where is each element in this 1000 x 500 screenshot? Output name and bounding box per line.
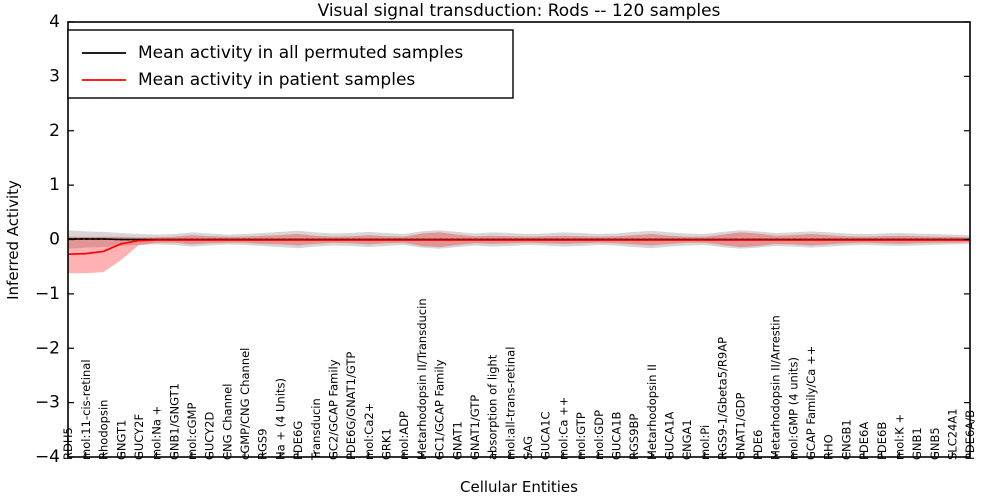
y-tick-label: −2	[35, 338, 60, 358]
y-axis-ticks: 4 3 2 1 0 −1 −2 −3 −4	[35, 12, 970, 467]
x-tick-label: GC2/GCAP Family	[326, 359, 340, 460]
x-tick-label: PDE6A	[857, 422, 871, 460]
x-tick-label: PDE6G/GNAT1/GTP	[344, 352, 358, 460]
x-axis-ticks	[67, 452, 971, 457]
x-tick-label: Metarhodopsin II	[645, 364, 659, 460]
x-tick-label: GNB1	[910, 427, 924, 460]
x-tick-label: Na + (4 Units)	[273, 378, 287, 460]
y-tick-label: 1	[49, 175, 60, 195]
confidence-band-patient	[68, 232, 970, 274]
x-tick-label: CNG Channel	[220, 384, 234, 460]
x-tick-label: GNAT1	[450, 421, 464, 460]
x-tick-label: mol:Ca2+	[362, 403, 376, 460]
x-tick-label: PDE6A/B	[963, 410, 977, 460]
y-axis-title: Inferred Activity	[4, 180, 22, 300]
x-tick-label: GNAT1/GTP	[468, 395, 482, 460]
x-tick-label: mol:K +	[892, 414, 906, 460]
x-tick-label: GNAT1/GDP	[733, 393, 747, 460]
x-tick-label: GUCY2D	[203, 412, 217, 460]
y-tick-label: −1	[35, 284, 60, 304]
x-tick-label: GRK1	[380, 428, 394, 460]
x-tick-label: CNGA1	[680, 419, 694, 460]
x-tick-label: SLC24A1	[946, 408, 960, 460]
x-axis-title: Cellular Entities	[460, 478, 578, 496]
x-tick-label: cGMP/CNG Channel	[238, 348, 252, 460]
x-tick-label: GCAP Family/Ca ++	[804, 346, 818, 460]
x-tick-label: mol:ADP	[397, 411, 411, 460]
x-tick-label: Rhodopsin	[97, 400, 111, 460]
x-tick-label: Transducin	[309, 398, 323, 461]
legend-box	[67, 29, 514, 99]
x-tick-label: GUCA1C	[539, 411, 553, 460]
x-tick-label: RGS9	[256, 428, 270, 460]
legend-label-permuted: Mean activity in all permuted samples	[138, 43, 463, 63]
data-lines	[67, 238, 970, 256]
x-tick-label: CNGB1	[839, 419, 853, 460]
x-tick-label: PDE6B	[875, 422, 889, 460]
y-tick-label: 0	[49, 230, 60, 250]
y-tick-label: 2	[49, 121, 60, 141]
x-tick-label: PDE6	[751, 430, 765, 460]
x-tick-label: GNGT1	[114, 420, 128, 460]
x-tick-label: PDE6G	[291, 421, 305, 460]
mean-line-patient	[67, 239, 970, 256]
x-tick-label: mol:cGMP	[185, 403, 199, 460]
x-tick-label: mol:Pi	[698, 425, 712, 460]
y-tick-label: −4	[35, 447, 60, 467]
y-tick-label: −3	[35, 393, 60, 413]
x-tick-label: RGS9BP	[627, 414, 641, 460]
x-tick-label: GUCA1A	[663, 411, 677, 460]
x-tick-label: mol:Ca ++	[556, 397, 570, 460]
x-tick-label: Metarhodopsin II/Arrestin	[769, 315, 783, 460]
x-tick-label: GC1/GCAP Family	[433, 359, 447, 460]
x-tick-label: mol:GDP	[592, 410, 606, 460]
page-title: Visual signal transduction: Rods -- 120 …	[318, 1, 721, 21]
x-tick-label: mol:all-trans-retinal	[503, 347, 517, 460]
x-tick-label: RDH5	[61, 427, 75, 460]
x-tick-label: GUCY2F	[132, 414, 146, 460]
x-tick-label: Metarhodopsin II/Transducin	[415, 298, 429, 460]
x-tick-label: mol:11-cis-retinal	[79, 359, 93, 460]
x-tick-label: mol:Na +	[150, 406, 164, 460]
x-tick-label: absorption of light	[486, 354, 500, 460]
x-tick-label: SAG	[521, 436, 535, 460]
x-tick-label: GNB1/GNGT1	[167, 383, 181, 460]
x-tick-label: GUCA1B	[609, 411, 623, 460]
x-tick-label: RHO	[822, 434, 836, 460]
x-tick-label: GNB5	[928, 427, 942, 460]
legend[interactable]: Mean activity in all permuted samples Me…	[67, 29, 514, 99]
x-tick-label: mol:GMP (4 units)	[786, 357, 800, 460]
y-tick-label: 3	[49, 66, 60, 86]
legend-label-patient: Mean activity in patient samples	[138, 70, 415, 90]
x-tick-label: mol:GTP	[574, 412, 588, 460]
x-tick-label: RGS9-1/Gbeta5/R9AP	[716, 337, 730, 460]
y-tick-label: 4	[49, 12, 60, 32]
